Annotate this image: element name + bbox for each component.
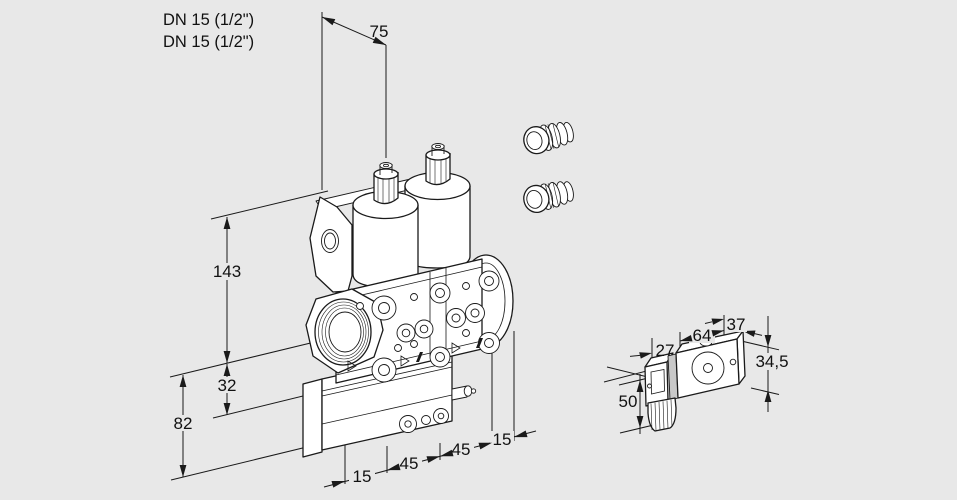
- connection-size-labels: DN 15 (1/2") DN 15 (1/2"): [163, 11, 254, 51]
- connector-nut: [647, 397, 677, 432]
- actuator-port: [421, 415, 431, 425]
- pressure-switch-drawing: [644, 330, 746, 432]
- solenoid-coil-left: [352, 162, 419, 288]
- dim-37-label: 37: [727, 315, 746, 334]
- dim-chain-45a-label: 45: [400, 454, 419, 473]
- dim-27-label: 27: [656, 341, 675, 360]
- module-divider: [429, 268, 447, 356]
- dim-64: 64: [679, 326, 725, 345]
- dim-bottom-chain: 15 45 45 15: [323, 430, 537, 488]
- test-nipple: [451, 385, 468, 401]
- dim-75: 75: [321, 16, 389, 46]
- dim-32: 32: [214, 364, 240, 415]
- dim-143: 143: [212, 217, 242, 363]
- dim-82-label: 82: [174, 414, 193, 433]
- dimension-annotations: 75 143 32 82: [170, 16, 792, 488]
- dim-chain-15b-label: 15: [493, 430, 512, 449]
- coil-cap: [373, 172, 399, 205]
- mounting-bracket: [309, 196, 353, 293]
- coil-cap: [425, 153, 451, 186]
- dim-64-label: 64: [693, 326, 712, 345]
- dim-75-label: 75: [370, 22, 389, 41]
- dim-37: 37: [704, 315, 763, 337]
- dn-label-2: DN 15 (1/2"): [163, 33, 254, 51]
- dim-chain-45b-label: 45: [452, 440, 471, 459]
- dim-50-label: 50: [619, 392, 638, 411]
- switch-body: [675, 330, 746, 399]
- extension-lines: [169, 12, 780, 484]
- flow-direction-markers: [347, 338, 483, 372]
- dim-50: 50: [619, 374, 644, 434]
- dim-chain-15a-label: 15: [353, 467, 372, 486]
- dim-34-5-label: 34,5: [755, 352, 788, 371]
- cable-gland-1: [523, 121, 574, 155]
- dim-82: 82: [170, 375, 196, 477]
- main-valve-drawing: [302, 143, 514, 458]
- dim-34-5: 34,5: [752, 316, 792, 412]
- dn-label-1: DN 15 (1/2"): [163, 11, 254, 29]
- inlet-flange: [305, 288, 384, 374]
- cable-gland-2: [523, 181, 574, 214]
- dim-27: 27: [629, 341, 675, 360]
- dim-32-label: 32: [218, 376, 237, 395]
- dim-143-label: 143: [213, 262, 241, 281]
- body-fasteners: [356, 270, 500, 383]
- solenoid-coil-right: [404, 143, 471, 269]
